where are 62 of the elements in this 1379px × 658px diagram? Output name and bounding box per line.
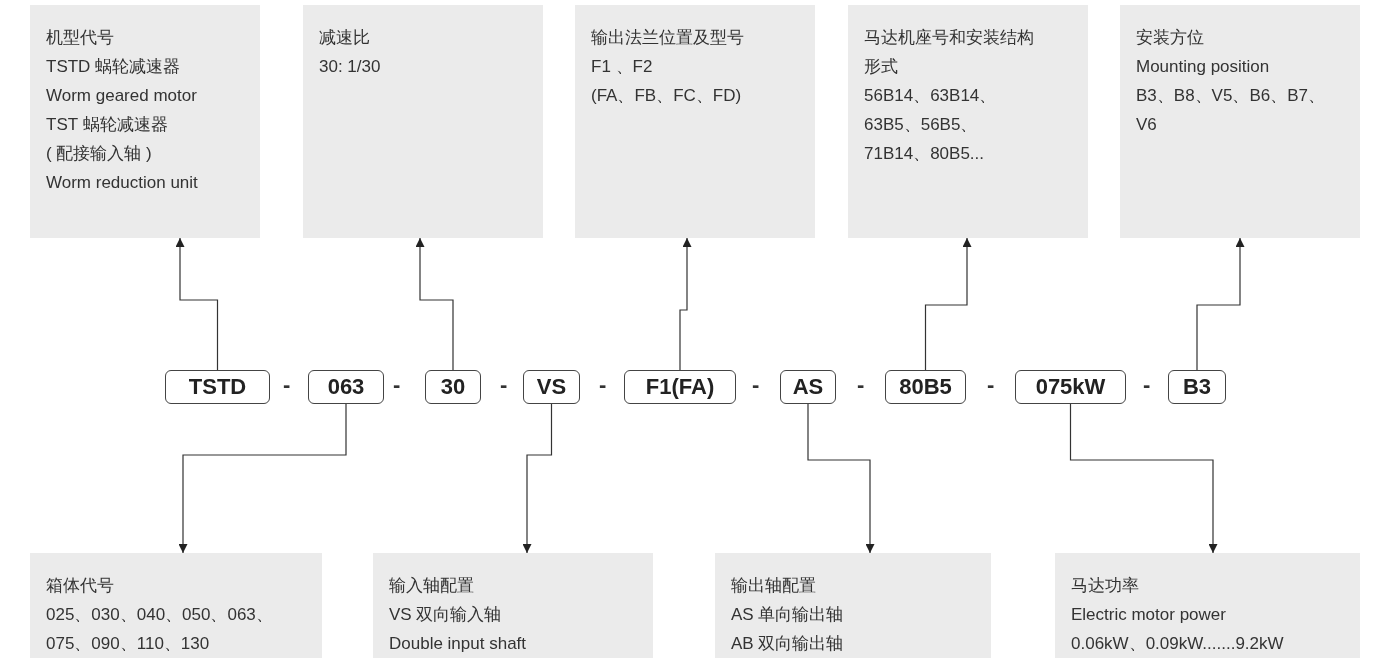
panel-text: B3、B8、V5、B6、B7、V6 bbox=[1136, 85, 1326, 136]
info-panel bbox=[715, 553, 991, 658]
panel-heading: 输出轴配置 bbox=[731, 575, 816, 597]
separator-dash: - bbox=[500, 372, 508, 398]
panel-text: AB 双向输出轴 bbox=[731, 633, 844, 655]
separator-dash: - bbox=[1143, 372, 1151, 398]
separator-dash: - bbox=[393, 372, 401, 398]
panel-text: Double input shaft bbox=[389, 633, 527, 655]
info-panel bbox=[30, 5, 260, 238]
arrow bbox=[679, 237, 692, 371]
panel-heading: 机型代号 bbox=[46, 27, 114, 49]
model-code-segment: B3 bbox=[1168, 370, 1226, 404]
panel-text: Mounting position bbox=[1136, 56, 1271, 78]
separator-dash: - bbox=[857, 372, 865, 398]
info-panel bbox=[303, 5, 543, 238]
panel-heading: 安装方位 bbox=[1136, 27, 1204, 49]
model-code-segment: 80B5 bbox=[885, 370, 966, 404]
arrow bbox=[178, 403, 347, 554]
info-panel bbox=[1055, 553, 1360, 658]
panel-heading: 马达功率 bbox=[1071, 575, 1139, 597]
model-code-segment: AS bbox=[780, 370, 836, 404]
panel-text: Worm reduction unit bbox=[46, 172, 198, 194]
panel-text: 56B14、63B14、63B5、56B5、71B14、80B5... bbox=[864, 85, 998, 165]
arrow bbox=[1196, 237, 1245, 371]
panel-text: (FA、FB、FC、FD) bbox=[591, 85, 742, 107]
model-code-segment: TSTD bbox=[165, 370, 270, 404]
model-code-segment: 30 bbox=[425, 370, 481, 404]
panel-heading: 减速比 bbox=[319, 27, 370, 49]
info-panel bbox=[30, 553, 322, 658]
panel-text: 30: 1/30 bbox=[319, 56, 381, 78]
arrow bbox=[415, 237, 454, 371]
model-code-segment: F1(FA) bbox=[624, 370, 736, 404]
panel-heading: 输出法兰位置及型号 bbox=[591, 27, 744, 49]
panel-text: Worm geared motor bbox=[46, 85, 197, 107]
model-code-segment: 075kW bbox=[1015, 370, 1126, 404]
separator-dash: - bbox=[987, 372, 995, 398]
panel-heading: 马达机座号和安装结构形式 bbox=[864, 27, 1034, 78]
panel-text: VS 双向输入轴 bbox=[389, 604, 502, 626]
arrow bbox=[924, 237, 972, 371]
separator-dash: - bbox=[599, 372, 607, 398]
arrow bbox=[807, 403, 875, 554]
model-code-segment: 063 bbox=[308, 370, 384, 404]
panel-text: ( 配接输入轴 ) bbox=[46, 143, 152, 165]
arrow bbox=[175, 237, 219, 371]
panel-text: 025、030、040、050、063、075、090、110、130 bbox=[46, 604, 274, 655]
panel-heading: 箱体代号 bbox=[46, 575, 114, 597]
info-panel bbox=[1120, 5, 1360, 238]
panel-text: TSTD 蜗轮减速器 bbox=[46, 56, 181, 78]
panel-text: TST 蜗轮减速器 bbox=[46, 114, 168, 136]
arrow bbox=[1069, 403, 1218, 554]
info-panel bbox=[373, 553, 653, 658]
info-panel bbox=[575, 5, 815, 238]
arrow bbox=[522, 403, 553, 554]
separator-dash: - bbox=[283, 372, 291, 398]
panel-text: 0.06kW、0.09kW.......9.2kW bbox=[1071, 633, 1284, 655]
panel-text: Electric motor power bbox=[1071, 604, 1226, 626]
model-code-segment: VS bbox=[523, 370, 580, 404]
info-panel bbox=[848, 5, 1088, 238]
separator-dash: - bbox=[752, 372, 760, 398]
panel-text: F1 、F2 bbox=[591, 56, 653, 78]
panel-heading: 输入轴配置 bbox=[389, 575, 474, 597]
panel-text: AS 单向输出轴 bbox=[731, 604, 844, 626]
